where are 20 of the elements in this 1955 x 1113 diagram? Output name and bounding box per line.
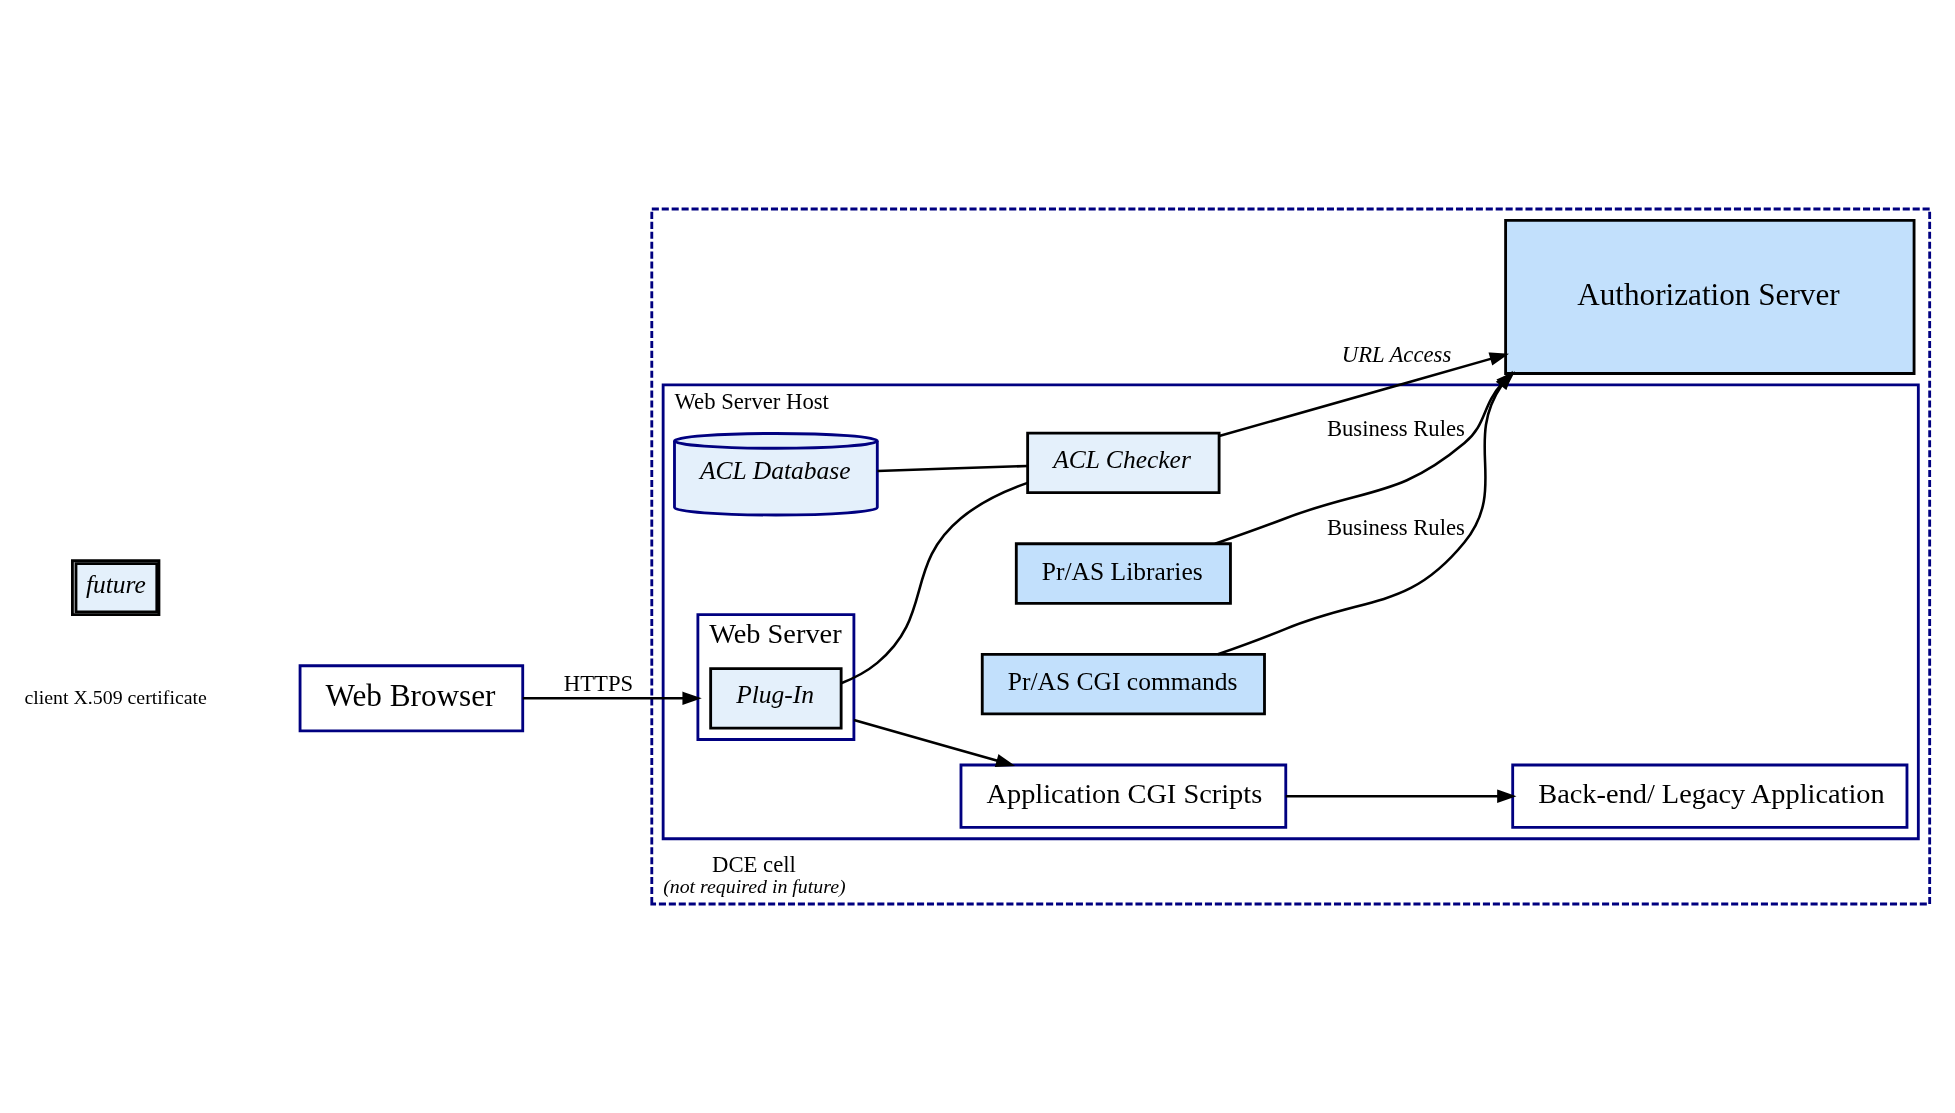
node-box: Pr/AS CGI commands: [980, 652, 1266, 716]
node-box: Pr/AS Libraries: [1014, 542, 1232, 605]
node-box: Authorization Server: [1503, 218, 1915, 375]
node-box: Back-end/ Legacy Application: [1510, 763, 1908, 829]
arrow: [522, 691, 702, 706]
edge-label: HTTPS: [563, 670, 633, 696]
node-box: Plug-In: [708, 667, 843, 730]
arrow: [853, 718, 1015, 768]
edge-label: URL Access: [1341, 341, 1451, 367]
arrow: [1285, 789, 1516, 803]
arrow: [1218, 352, 1509, 438]
connector: [876, 464, 1027, 473]
legend-label: future: [85, 569, 146, 599]
label: client X.509 certificate: [23, 685, 207, 708]
node-box: Application CGI Scripts: [959, 763, 1287, 829]
node-box: Web Browser: [298, 664, 524, 733]
edge-label: Business Rules: [1326, 514, 1465, 540]
edge-label: Business Rules: [1326, 415, 1465, 441]
connector: [840, 481, 1028, 685]
node-box: ACL Checker: [1025, 431, 1221, 495]
